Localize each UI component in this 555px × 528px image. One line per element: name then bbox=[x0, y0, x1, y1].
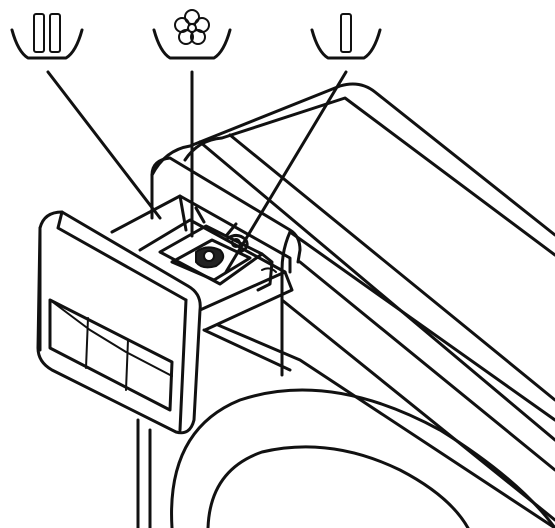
detergent-drawer bbox=[36, 194, 294, 435]
pointer-line-prewash bbox=[46, 70, 162, 220]
washing-machine-body bbox=[136, 82, 555, 528]
fabric-softener-compartment-icon bbox=[152, 9, 232, 60]
door-porthole bbox=[170, 388, 555, 528]
main-wash-compartment-icon bbox=[310, 13, 382, 60]
prewash-compartment-icon bbox=[10, 13, 84, 60]
